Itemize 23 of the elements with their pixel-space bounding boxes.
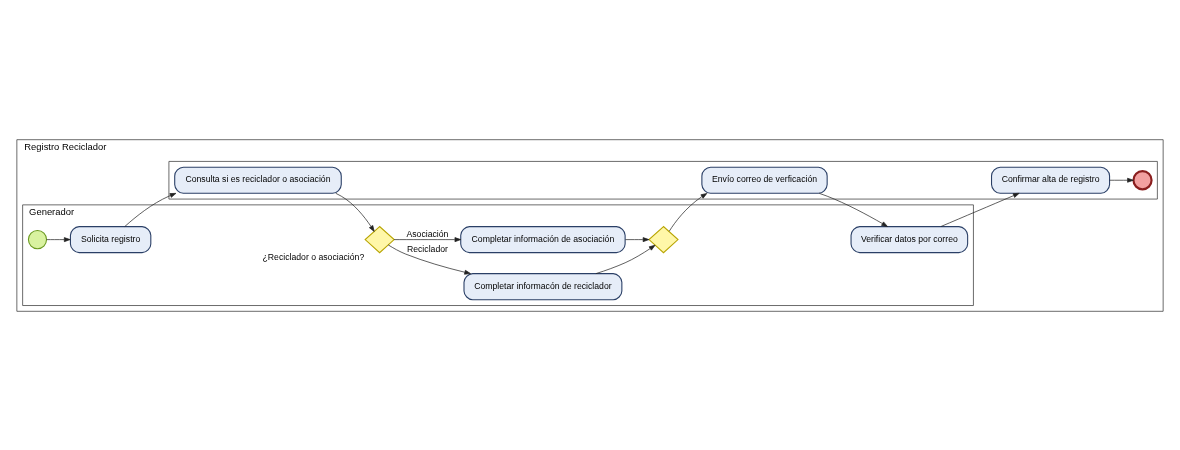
arrow — [1109, 177, 1134, 183]
node-box: Consulta si es reciclador o asociación — [174, 166, 342, 194]
arrow — [625, 236, 650, 242]
arrow — [668, 192, 708, 232]
node-box: Completar informacón de reciclador — [463, 272, 623, 300]
node-label: ¿Reciclador o asociación? — [262, 251, 365, 262]
arrow — [335, 192, 375, 232]
edge-label: Asociación — [406, 228, 449, 239]
arrow — [595, 244, 656, 274]
arrow — [124, 192, 177, 227]
node-box: Verificar datos por correo — [850, 225, 969, 253]
node-box: Envío correo de verficación — [701, 166, 828, 194]
arrow — [393, 236, 462, 242]
arrow — [940, 192, 1020, 227]
node-box: Solicita registro — [69, 225, 152, 253]
arrow — [818, 192, 888, 227]
node-box: Completar información de asociación — [460, 225, 626, 253]
node-circle — [27, 229, 48, 249]
node-circle — [1132, 169, 1153, 190]
arrow — [387, 244, 471, 275]
arrow — [46, 236, 71, 242]
edge-label: Reciclador — [406, 243, 448, 254]
node-box: Confirmar alta de registro — [991, 166, 1111, 194]
